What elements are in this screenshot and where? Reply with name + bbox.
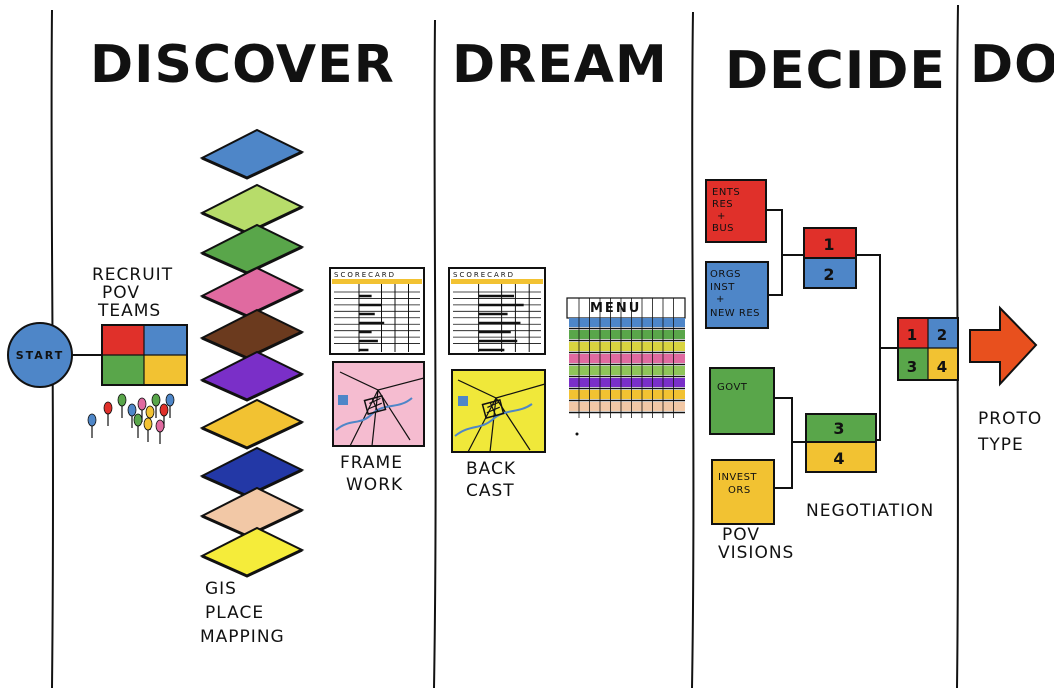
pin [137, 397, 147, 411]
pin [145, 405, 155, 419]
govt-label: GOVT [717, 382, 748, 393]
orgs-line-2: INST [710, 282, 735, 293]
pin [133, 413, 143, 427]
num-3: 3 [833, 419, 846, 438]
start-label: START [16, 349, 65, 362]
menu-row [569, 366, 685, 375]
pov-visions-line-2: VISIONS [718, 543, 794, 563]
quad-num-4: 4 [937, 358, 949, 376]
ents-line-1: ENTS [712, 187, 740, 198]
framework-line-1: FRAME [340, 453, 403, 473]
quad-num-3: 3 [907, 358, 919, 376]
menu-row [569, 390, 685, 399]
heading-dream: DREAM [452, 35, 668, 95]
orgs-line-3: + [716, 294, 725, 305]
investors-line-2: ORS [728, 485, 751, 496]
menu-row [569, 318, 685, 327]
gis-label: GIS PLACE MAPPING [200, 579, 285, 647]
menu-row [569, 378, 685, 387]
quad-num-1: 1 [907, 326, 919, 344]
prototype-arrow [969, 305, 1038, 387]
heading-decide: DECIDE [725, 41, 946, 101]
pin [117, 393, 127, 407]
pin [143, 417, 153, 431]
negotiation-label: NEGOTIATION [806, 501, 934, 521]
recruit-line-2: POV [102, 283, 140, 303]
heading-do: DO [970, 35, 1054, 95]
ents-line-4: BUS [712, 223, 734, 234]
team-pins [87, 393, 175, 444]
investors-line-1: INVEST [718, 472, 757, 483]
pin [159, 403, 169, 417]
framework-line-2: WORK [346, 475, 403, 495]
recruit-line-3: TEAMS [97, 301, 161, 321]
gis-line-3: MAPPING [200, 627, 285, 647]
dream-scorecard: SCORECARD [448, 267, 546, 355]
menu-row [569, 402, 685, 411]
gis-line-2: PLACE [205, 603, 264, 623]
gis-layer-stack [199, 128, 305, 578]
ents-line-3: + [717, 211, 726, 222]
num-2: 2 [823, 265, 836, 284]
backcast-label: BACK CAST [466, 459, 516, 501]
pair-1-2: 1 2 [803, 227, 857, 289]
menu-grid: MENU [566, 297, 686, 418]
num-4: 4 [833, 449, 846, 468]
decide-stakeholders: ENTS RES + BUS ORGS INST + NEW RES GOVT … [705, 179, 794, 563]
gis-line-1: GIS [205, 579, 237, 599]
menu-title: MENU [590, 301, 641, 316]
combined-quadrant: 1 2 3 4 [897, 317, 959, 381]
pin [87, 413, 97, 427]
ents-line-2: RES [712, 199, 733, 210]
discover-scorecard-title: SCORECARD [334, 271, 396, 279]
heading-discover: DISCOVER [90, 35, 395, 95]
backcast-map [451, 369, 546, 453]
framework-label: FRAME WORK [340, 453, 403, 495]
pin [155, 419, 165, 433]
pin [165, 393, 175, 407]
gis-layer [199, 308, 305, 360]
pin [151, 393, 161, 407]
gis-layer [199, 526, 305, 578]
pov-teams-quadrant [101, 324, 188, 386]
prototype-label: PROTO TYPE [977, 409, 1042, 455]
gis-layer [199, 486, 305, 538]
prototype-line-1: PROTO [978, 409, 1042, 429]
pov-visions-line-1: POV [722, 525, 760, 545]
menu-row [569, 342, 685, 351]
gis-layer [199, 446, 305, 498]
orgs-line-1: ORGS [710, 269, 741, 280]
gis-layer [199, 398, 305, 450]
framework-map [332, 361, 425, 447]
discover-scorecard: SCORECARD [329, 267, 425, 355]
backcast-line-2: CAST [466, 481, 515, 501]
gis-layer [199, 350, 305, 402]
pin [103, 401, 113, 415]
pair-3-4: 3 4 [805, 413, 877, 473]
menu-row [569, 330, 685, 339]
start-node: START [7, 322, 102, 388]
gis-layer [199, 128, 305, 180]
dream-scorecard-title: SCORECARD [453, 271, 515, 279]
recruit-label: RECRUIT POV TEAMS [92, 265, 173, 321]
num-1: 1 [823, 235, 836, 254]
quad-num-2: 2 [937, 326, 949, 344]
backcast-line-1: BACK [466, 459, 516, 479]
menu-row [569, 354, 685, 363]
orgs-line-4: NEW RES [710, 308, 760, 319]
gis-layer [199, 266, 305, 318]
prototype-line-2: TYPE [977, 435, 1024, 455]
pin [127, 403, 137, 417]
gis-layer [199, 223, 305, 275]
recruit-line-1: RECRUIT [92, 265, 173, 285]
decide-connectors [766, 209, 898, 489]
gis-layer [199, 183, 305, 235]
